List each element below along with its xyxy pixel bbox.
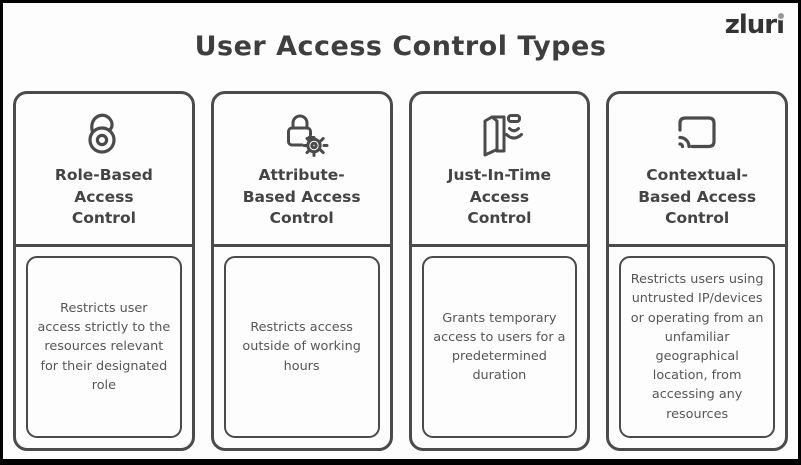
- card-attribute-based-header: Attribute-Based Access Control: [213, 94, 390, 247]
- card-role-based-body: Restricts user access strictly to the re…: [16, 247, 192, 448]
- card-contextual-based-header: Contextual-Based Access Control: [609, 94, 785, 247]
- door-sensor-icon: [471, 104, 527, 160]
- card-description: Restricts user access strictly to the re…: [37, 301, 171, 393]
- card-role-based: Role-Based Access Control Restricts user…: [13, 91, 195, 451]
- card-just-in-time-body: Grants temporary access to users for a p…: [412, 247, 588, 448]
- zluri-logo-text: zluri: [724, 10, 785, 40]
- card-just-in-time-header: Just-In-Time Access Control: [411, 94, 588, 247]
- card-contextual-based: Contextual-Based Access Control Restrict…: [606, 91, 788, 451]
- description-box: Restricts users using untrusted IP/devic…: [619, 256, 775, 438]
- card-role-based-header: Role-Based Access Control: [16, 94, 192, 247]
- card-attribute-based: Attribute-Based Access Control Restricts…: [210, 91, 393, 451]
- cast-screen-icon: [669, 104, 725, 160]
- card-description: Restricts users using untrusted IP/devic…: [630, 272, 764, 422]
- description-box: Restricts access outside of working hour…: [223, 256, 380, 438]
- card-contextual-based-body: Restricts users using untrusted IP/devic…: [609, 247, 785, 448]
- zluri-logo: zluri: [724, 10, 785, 40]
- card-description: Restricts access outside of working hour…: [242, 320, 361, 374]
- padlock-gear-icon: [274, 104, 330, 160]
- card-title: Attribute-Based Access Control: [242, 166, 361, 228]
- card-title: Just-In-Time Access Control: [447, 166, 552, 228]
- infographic-page: zluri User Access Control Types Role-Bas…: [3, 3, 798, 459]
- zluri-logo-dot-icon: [778, 13, 784, 19]
- description-box: Grants temporary access to users for a p…: [421, 256, 578, 438]
- description-box: Restricts user access strictly to the re…: [26, 256, 182, 438]
- card-just-in-time: Just-In-Time Access Control Grants tempo…: [408, 91, 591, 451]
- card-description: Grants temporary access to users for a p…: [433, 310, 566, 384]
- open-padlock-icon: [76, 104, 132, 160]
- card-title: Contextual-Based Access Control: [638, 166, 757, 228]
- cards-row: Role-Based Access Control Restricts user…: [3, 91, 798, 451]
- page-title: User Access Control Types: [194, 31, 607, 62]
- card-attribute-based-body: Restricts access outside of working hour…: [214, 247, 390, 448]
- card-title: Role-Based Access Control: [54, 166, 153, 228]
